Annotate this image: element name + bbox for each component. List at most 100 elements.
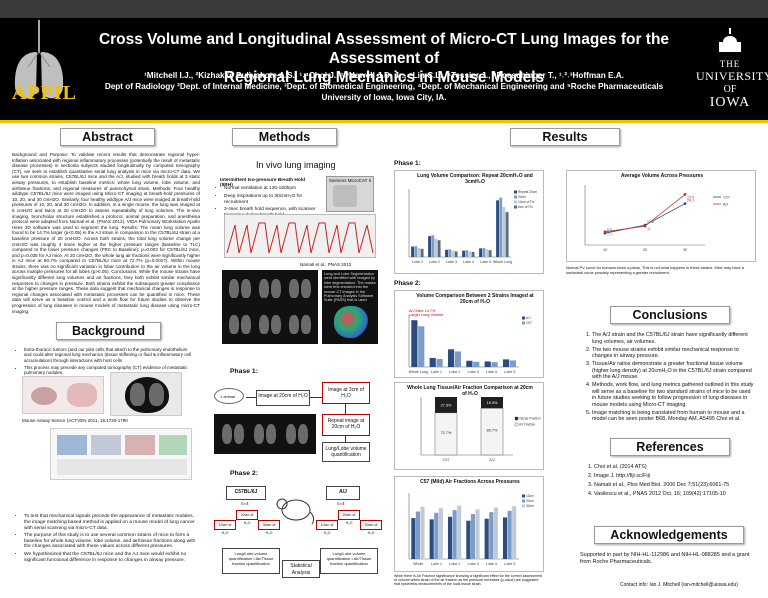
ct-slice-image: [256, 310, 284, 340]
chart5-caption: While there is Air Fraction significance…: [394, 574, 542, 587]
x-tick-label: Lobe 4: [486, 370, 497, 374]
x-tick-label: Lobe 2: [429, 260, 440, 264]
conclusion-item: Image matching is being translated from …: [592, 410, 754, 423]
pressure-10-box: 10cm of H₂O: [214, 520, 236, 535]
scanner-photo: Siemens MicroCAT II: [326, 176, 374, 212]
header-divider: [0, 120, 768, 123]
protocol-item: Normal ventilation at 130-150bpm: [224, 186, 326, 192]
legend-label: 20cm: [518, 195, 526, 199]
background-figure-caption: Mouse Airway Sensor (ACTVEN 2011, 15:172…: [22, 418, 128, 423]
acknowledgements-text: Supported in part by NIH-HL-112986 and N…: [580, 552, 750, 565]
abstract-header: Abstract: [60, 128, 155, 146]
chart-strain-volume: Volume Comparison Between 2 Strains Imag…: [394, 290, 544, 378]
ct-slice-image: [256, 274, 284, 304]
phase1-ct-images: [214, 414, 316, 454]
bar: [437, 240, 441, 257]
figure-panel: [57, 435, 87, 455]
data-label: 29.5: [687, 195, 694, 199]
legend-swatch: [514, 422, 519, 427]
bar: [447, 516, 453, 559]
x-tick-label: Whole Lung: [493, 260, 512, 264]
strain1-box: C57BL/6J: [226, 486, 266, 500]
background-bullet: To test that mechanical signals precede …: [24, 514, 196, 531]
bar: [452, 510, 457, 559]
conclusion-item: The A/J strain and the C57BL/6J strain h…: [592, 332, 754, 345]
x-tick-label: Lobe 4: [463, 260, 474, 264]
invivo-title: In vivo lung imaging: [256, 160, 336, 170]
data-label: 27.3%: [441, 403, 452, 407]
bar: [429, 357, 436, 367]
chart1-title: Lung Volume Comparison: Repeat 20cmH₂O a…: [417, 173, 533, 185]
bar: [482, 247, 486, 257]
author-list: ¹Mitchell I.J., ²Kizhakke Puliyakote A.S…: [74, 70, 694, 103]
flow-arrow: [246, 397, 256, 398]
authors-line-2: Dept of Radiology ²Dept. of Internal Med…: [104, 82, 664, 91]
x-tick-label: C57: [443, 458, 450, 462]
x-tick-label: Lobe 1: [431, 370, 442, 374]
flow-step-scan: Image at 3cm of H₂O: [322, 382, 370, 404]
results-header: Results: [510, 128, 620, 146]
ct-slice-image: [125, 377, 169, 413]
legend-swatch: [514, 200, 517, 204]
legend-label: 10cm: [526, 494, 534, 498]
logo-of: OF: [723, 84, 737, 95]
mouse-icon: [214, 388, 244, 404]
bar: [448, 249, 452, 257]
cell-icon: [31, 387, 57, 405]
vessel-icon: [67, 383, 97, 407]
x-tick-label: Lobe 3: [446, 260, 457, 264]
bar: [445, 249, 448, 257]
x-tick-label: A/J: [489, 458, 495, 462]
flow-arrow: [310, 397, 322, 398]
bar: [499, 197, 503, 257]
bar: [438, 508, 443, 559]
bar: [411, 320, 418, 367]
bar: [418, 326, 425, 367]
x-tick-label: Lobe 1: [431, 562, 442, 566]
x-tick-label: Lobe 3: [468, 562, 479, 566]
phase1-label: Phase 1:: [230, 368, 258, 375]
bar: [509, 360, 517, 367]
ct-slice-image: [226, 274, 254, 304]
bar: [415, 511, 420, 559]
legend-label: 6cm of Fix: [518, 205, 533, 209]
legend-label: A/J: [526, 316, 531, 320]
x-tick-label: Whole: [413, 562, 423, 566]
background-bullet: We hypothesized that the C57BL/6J mice a…: [24, 552, 196, 564]
bar: [493, 507, 498, 559]
authors-line-1: ¹Mitchell I.J., ²Kizhakke Puliyakote A.S…: [144, 71, 624, 80]
poster-title: Cross Volume and Longitudinal Assessment…: [74, 30, 694, 87]
ct-slice-image: [286, 274, 314, 304]
data-label: 6.9: [607, 228, 612, 232]
chart2-title: Average Volume Across Pressures: [620, 173, 704, 179]
x-tick-label: 10: [603, 248, 607, 252]
x-tick-label: Whole Lung: [409, 370, 428, 374]
appil-logo: APPIL: [12, 82, 77, 104]
chart3-title: Volume Comparison Between 2 Strains Imag…: [416, 293, 534, 305]
tissue-fraction-bar: [435, 397, 457, 413]
protocol-title: Intermittent Iso-pressure Breath Hold (I…: [220, 178, 306, 188]
data-point: [683, 193, 687, 196]
bar: [491, 362, 498, 367]
legend-swatch: [522, 494, 525, 498]
figure-panel: [159, 435, 187, 455]
background-header: Background: [56, 322, 161, 340]
protocol-item: Deep inspirations up to 30cmH₂O for recr…: [224, 194, 326, 206]
pressure-trace-icon: [226, 222, 374, 254]
chart-air-fractions-pressures: C57 (Mild) Air Fractions Across Pressure…: [394, 476, 544, 572]
x-tick-label: 20: [643, 248, 647, 252]
figure-panel: [125, 435, 155, 455]
legend-label: Repeat 20cm: [518, 190, 537, 194]
bar: [420, 506, 425, 559]
results-phase2-label: Phase 2:: [394, 280, 421, 287]
results-phase1-label: Phase 1:: [394, 160, 421, 167]
x-tick-label: Lobe 1: [412, 260, 423, 264]
chart3-note: A/J Mice 14.7% Larger Lung Volume: [409, 309, 444, 318]
reference-item: Vasilescu et al., PNAS 2012 Oct. 16; 109…: [594, 491, 756, 498]
data-label: 19.3%: [487, 401, 498, 405]
logo-iowa: IOWA: [709, 95, 751, 110]
chart-lung-volume-repeat: Lung Volume Comparison: Repeat 20cmH₂O a…: [394, 170, 544, 274]
university-logo: THE UNIVERSITY OF IOWA: [696, 28, 768, 110]
